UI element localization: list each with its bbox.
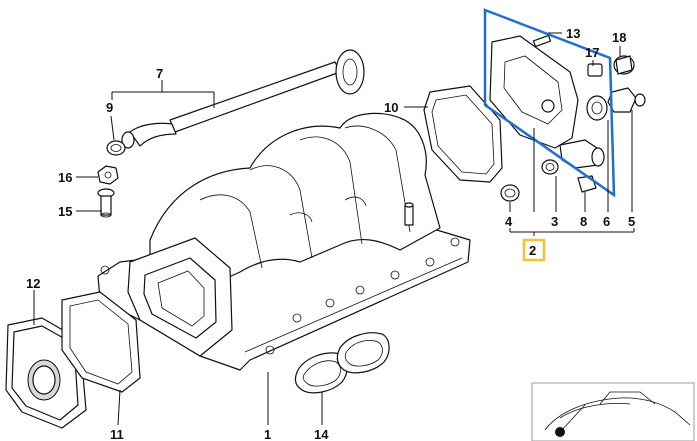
leader-lines bbox=[33, 32, 635, 426]
callout-6[interactable]: 6 bbox=[603, 214, 610, 229]
runner-gaskets[interactable] bbox=[294, 332, 390, 394]
nut-16[interactable] bbox=[97, 165, 119, 185]
vehicle-locator-thumbnail[interactable] bbox=[531, 382, 695, 441]
intake-manifold[interactable] bbox=[97, 112, 471, 371]
callout-4[interactable]: 4 bbox=[505, 214, 513, 229]
bushing-18[interactable] bbox=[613, 55, 635, 75]
callout-16[interactable]: 16 bbox=[58, 170, 72, 185]
gasket-10[interactable] bbox=[423, 85, 503, 183]
callout-9[interactable]: 9 bbox=[106, 100, 113, 115]
bolt-15[interactable] bbox=[97, 188, 115, 218]
callout-5[interactable]: 5 bbox=[628, 214, 635, 229]
callout-10[interactable]: 10 bbox=[384, 100, 398, 115]
pin-13[interactable] bbox=[532, 34, 552, 48]
elbow-fitting-5[interactable] bbox=[607, 87, 646, 113]
callout-18[interactable]: 18 bbox=[612, 30, 626, 45]
o-ring-9[interactable] bbox=[106, 140, 126, 156]
sub-assembly-2[interactable] bbox=[489, 35, 605, 169]
o-ring-4[interactable] bbox=[500, 184, 520, 202]
callout-7[interactable]: 7 bbox=[156, 66, 163, 81]
callout-11[interactable]: 11 bbox=[110, 427, 124, 441]
o-ring-3[interactable] bbox=[541, 159, 559, 175]
callout-3[interactable]: 3 bbox=[551, 214, 558, 229]
gasket-11[interactable] bbox=[61, 291, 141, 393]
callout-12[interactable]: 12 bbox=[26, 276, 40, 291]
callout-17[interactable]: 17 bbox=[585, 45, 599, 60]
callout-1[interactable]: 1 bbox=[264, 427, 271, 441]
callout-labels: 7 9 16 15 10 12 11 1 14 13 17 18 4 3 8 6… bbox=[26, 26, 635, 441]
seal-ring-6[interactable] bbox=[586, 95, 608, 121]
sleeve-17[interactable] bbox=[587, 63, 603, 77]
callout-13[interactable]: 13 bbox=[566, 26, 580, 41]
svg-text:2: 2 bbox=[529, 243, 536, 258]
vent-tube[interactable] bbox=[121, 49, 365, 149]
selected-callout-2[interactable]: 2 bbox=[522, 238, 546, 262]
highlight-box bbox=[483, 8, 616, 198]
callout-8[interactable]: 8 bbox=[580, 214, 587, 229]
connector-8[interactable] bbox=[577, 175, 597, 193]
callout-15[interactable]: 15 bbox=[58, 204, 72, 219]
callout-14[interactable]: 14 bbox=[314, 427, 329, 441]
